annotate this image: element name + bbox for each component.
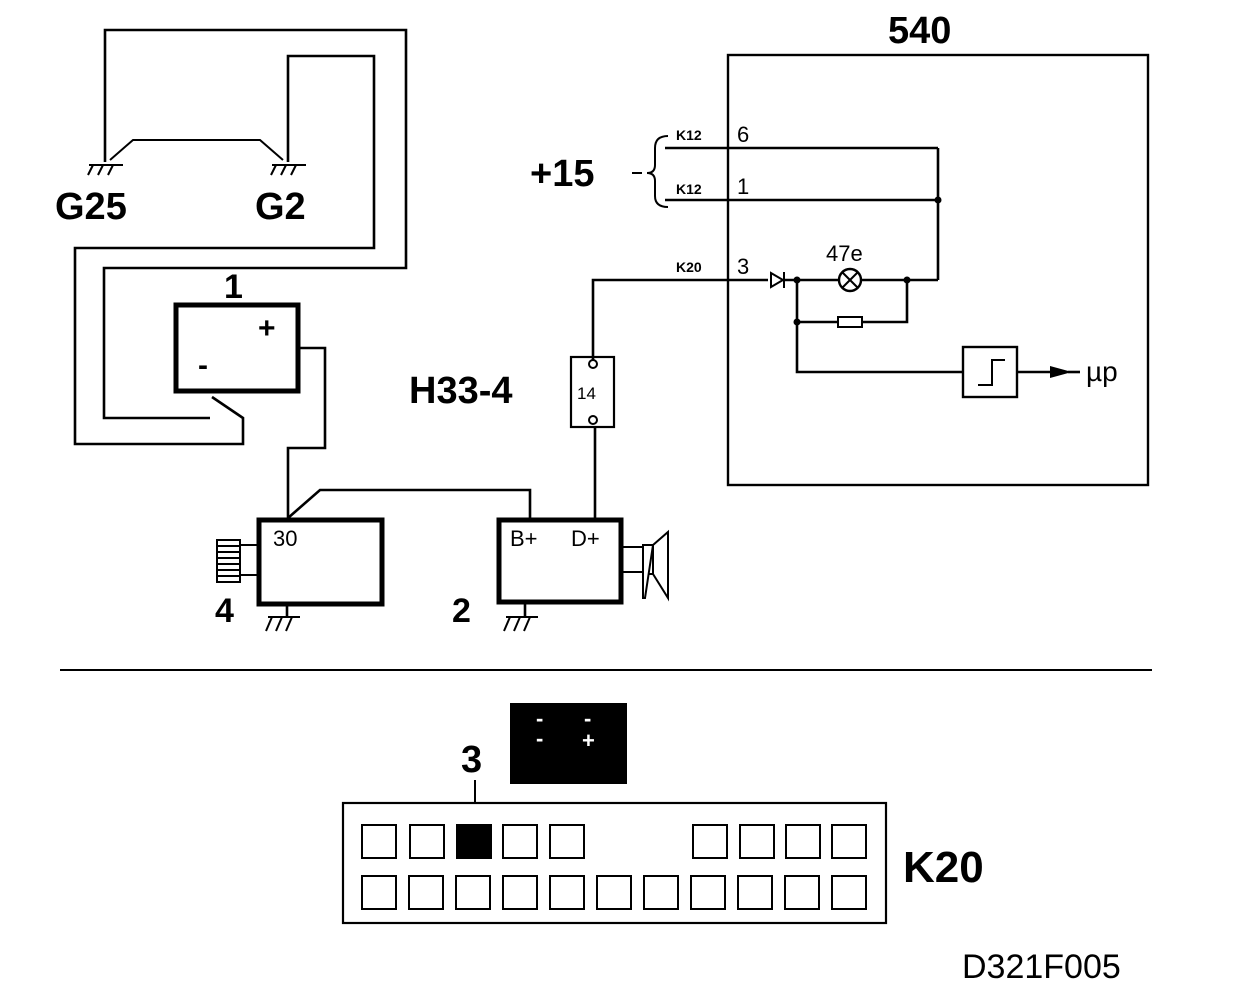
ground-wiring [73, 28, 408, 446]
pulley-icon [621, 529, 669, 602]
battery: 1 + - [173, 268, 301, 394]
figure-code: D321F005 [962, 948, 1121, 986]
pin-callout: 3 [461, 739, 482, 781]
starter-ground-icon [265, 604, 300, 632]
alternator-terminal-b: B+ [510, 526, 538, 551]
gear-icon [216, 539, 259, 583]
connector-name: K20 [903, 843, 984, 892]
fuse-label: H33-4 [409, 370, 513, 412]
fuse-h33-4: 14 H33-4 [409, 355, 616, 429]
connector-pin [549, 875, 585, 910]
connector-pin [361, 824, 397, 859]
connector-pin [831, 824, 867, 859]
battery-minus-label: - [198, 349, 208, 382]
supply-brace [646, 135, 669, 208]
starter-number: 4 [215, 592, 234, 630]
connector-pin [784, 875, 820, 910]
inset-symbol-4: + [582, 728, 595, 753]
resistor-icon [837, 316, 863, 328]
connector-pin-active [456, 824, 492, 859]
module-540: 540 +15 K12 6 K12 1 K20 3 47e [530, 10, 1150, 487]
starter-to-alternator-wire [287, 488, 532, 520]
output-label: µp [1086, 356, 1118, 387]
supply-label: +15 [530, 153, 594, 195]
supply-connector-1: K12 [676, 127, 702, 143]
starter: 30 4 [215, 517, 385, 632]
pin-row-top [361, 824, 867, 859]
connector-pin [692, 824, 728, 859]
charge-pin: 3 [737, 254, 749, 279]
connector-pin [502, 824, 538, 859]
battery-inset-icon: - - - + [510, 703, 627, 784]
ground-label-g2: G2 [255, 186, 306, 228]
supply-connector-2: K12 [676, 181, 702, 197]
comparator-icon [961, 345, 1019, 399]
alternator-ground-icon [503, 602, 538, 632]
alternator-terminal-d: D+ [571, 526, 600, 551]
connector-pin [408, 875, 444, 910]
battery-plus-wire [286, 346, 327, 518]
fuse-number: 14 [577, 384, 596, 403]
arrow-icon [1050, 366, 1072, 378]
connector-pin [785, 824, 821, 859]
pin-row-bottom [361, 875, 867, 910]
alternator: B+ D+ 2 [452, 517, 669, 632]
warning-lamp-icon [837, 267, 863, 293]
diode-icon [770, 271, 785, 289]
connector-pin [643, 875, 679, 910]
connector-pin [502, 875, 538, 910]
inset-symbol-2: - [584, 706, 591, 731]
connector-pin [455, 875, 491, 910]
connector-pin [361, 875, 397, 910]
inset-symbol-3: - [536, 726, 543, 751]
starter-terminal-30: 30 [273, 526, 297, 551]
module-label: 540 [888, 10, 951, 52]
supply-pin-1: 6 [737, 122, 749, 147]
ground-label-g25: G25 [55, 186, 127, 228]
connector-pin [739, 824, 775, 859]
ground-symbol-g25 [87, 164, 123, 176]
supply-pin-2: 1 [737, 174, 749, 199]
connector-pin [737, 875, 773, 910]
lamp-label: 47e [826, 241, 863, 266]
alternator-number: 2 [452, 592, 471, 630]
connector-pin [549, 824, 585, 859]
connector-pin [831, 875, 867, 910]
connector-k20: - - - + 3 K20 [341, 703, 984, 925]
battery-plus-label: + [258, 312, 276, 345]
charge-line-wire [591, 278, 768, 360]
ground-symbol-g2 [270, 164, 306, 176]
charge-connector: K20 [676, 259, 702, 275]
connector-pin [409, 824, 445, 859]
battery-number: 1 [224, 268, 243, 306]
connector-pin [596, 875, 632, 910]
connector-pin [690, 875, 726, 910]
inset-symbol-1: - [536, 706, 543, 731]
